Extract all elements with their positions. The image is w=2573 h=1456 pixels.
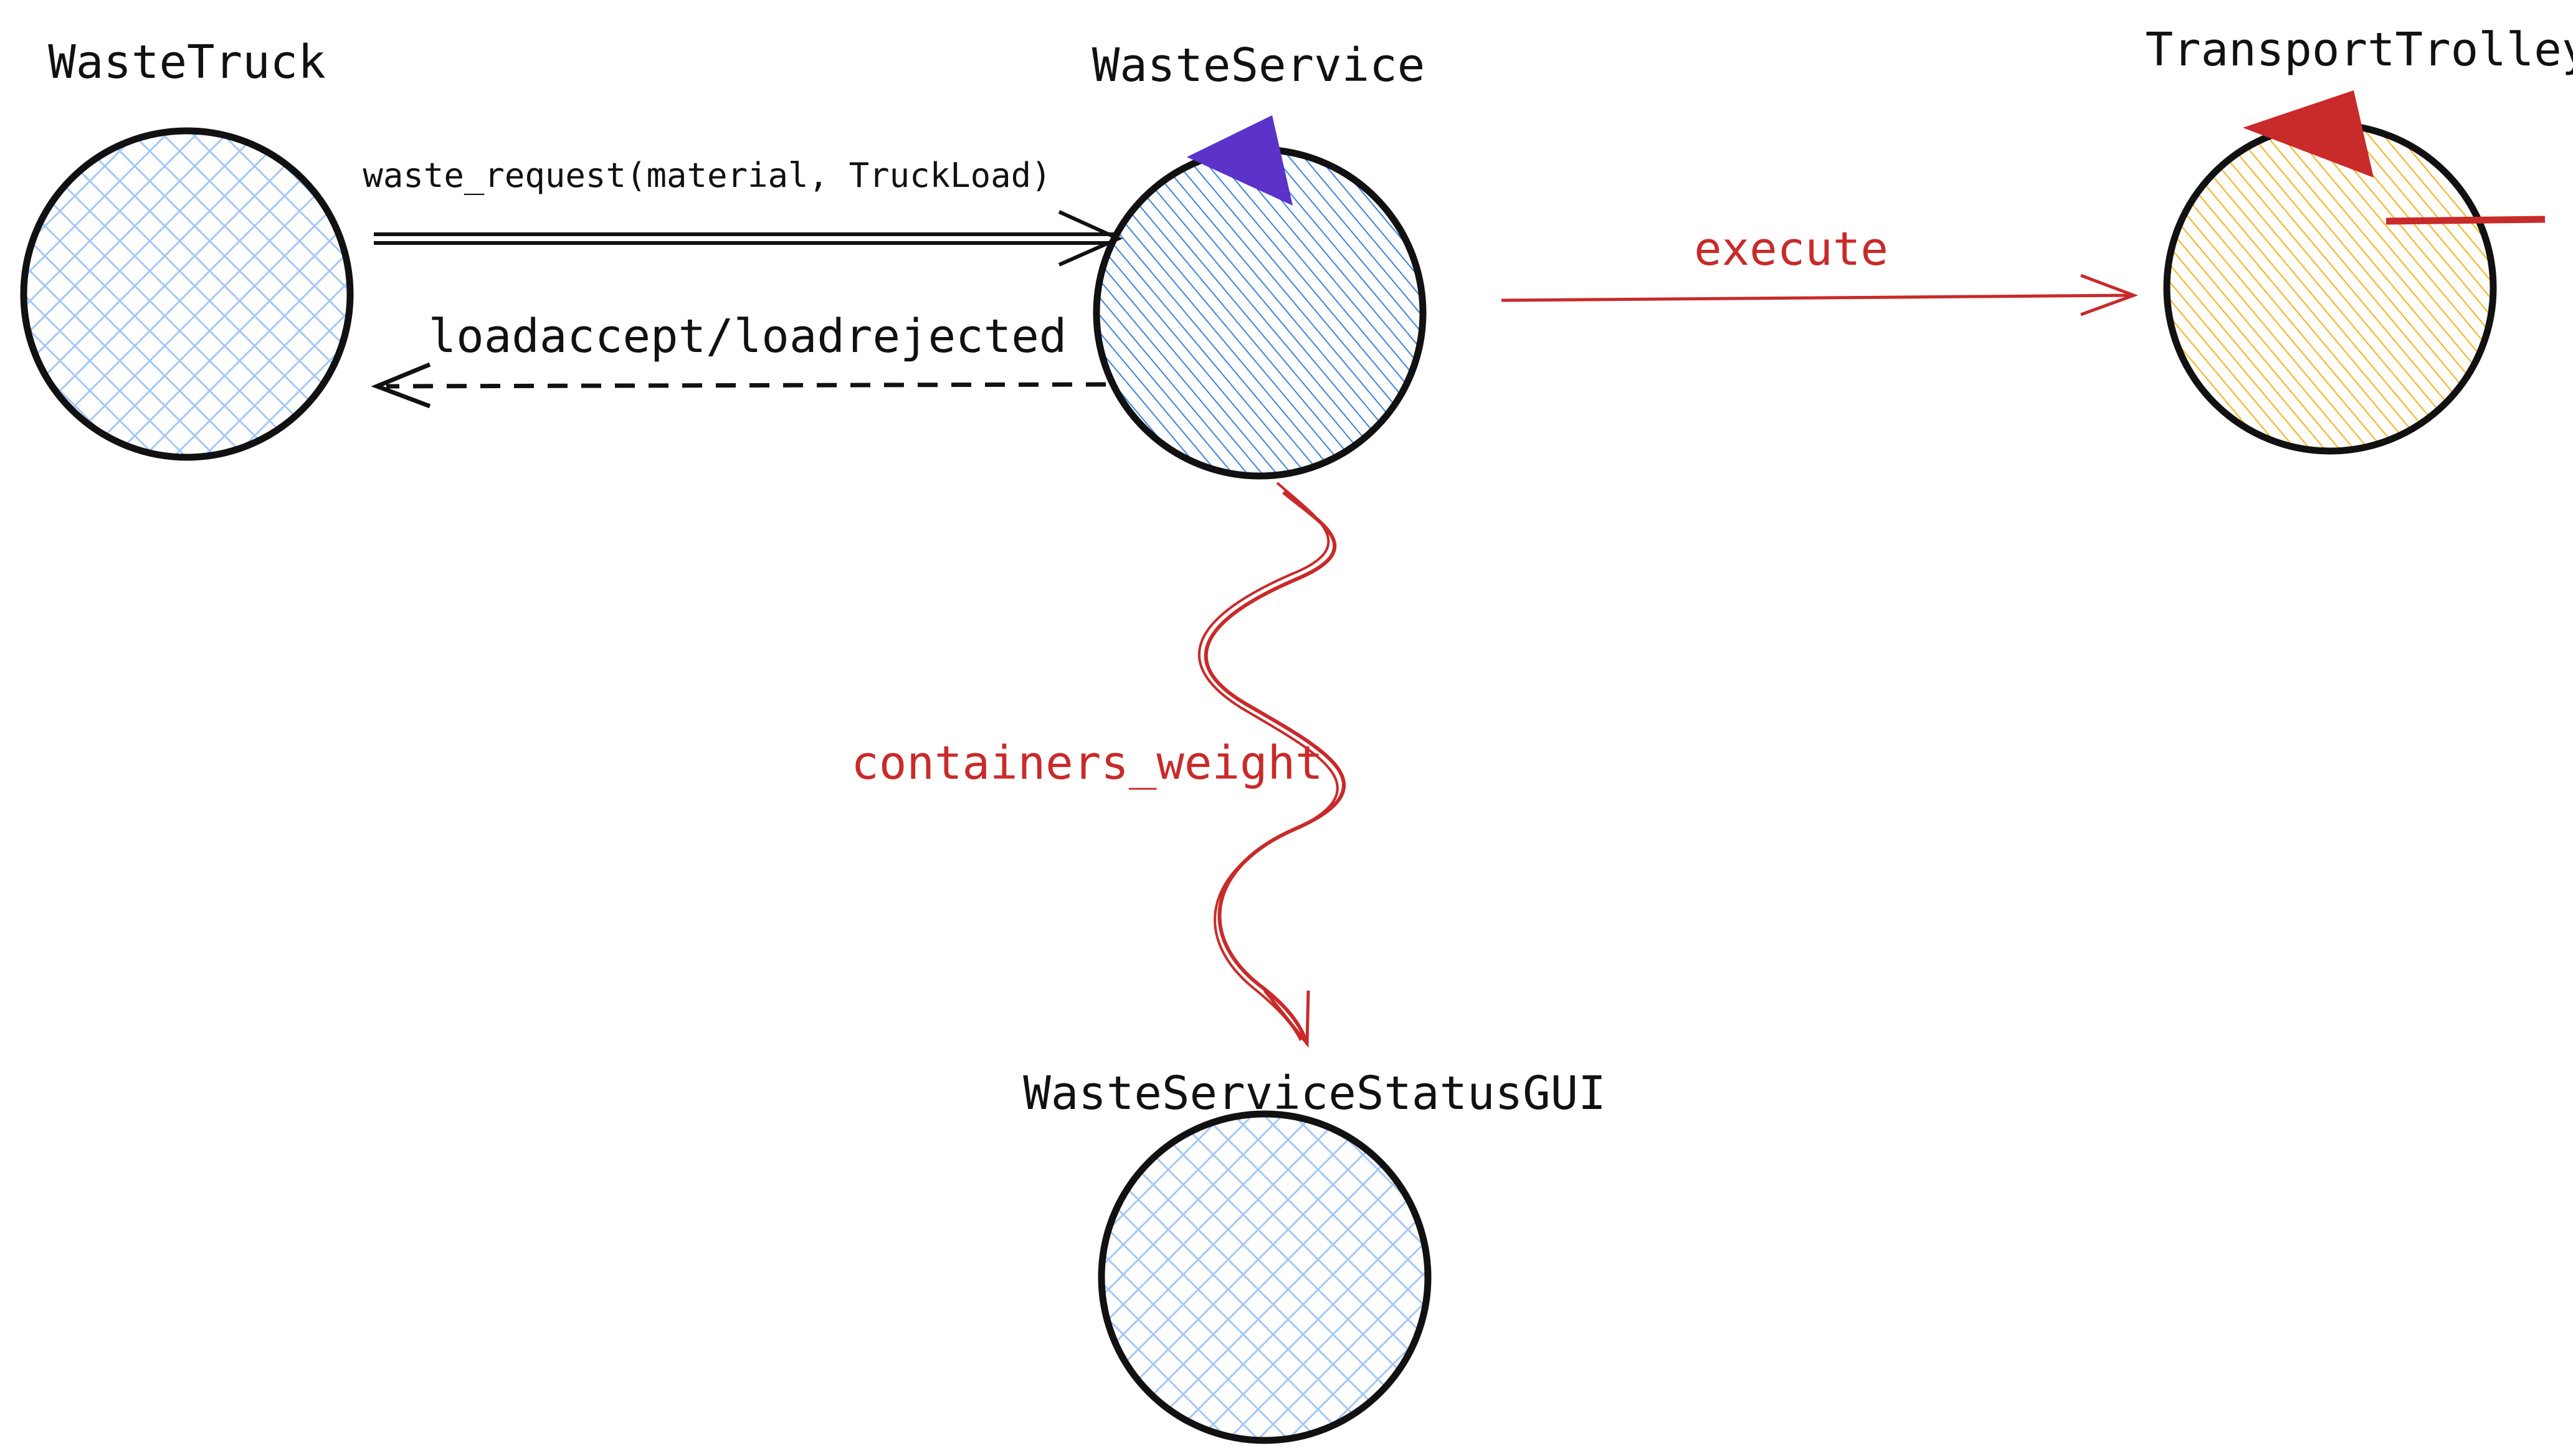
edge-containers-weight-arrowhead-icon [1263, 989, 1310, 1048]
transport-trolley-bar-icon [2385, 216, 2546, 225]
node-label-transport-trolley: TransportTrolley [2146, 23, 2573, 77]
edge-label-execute: execute [1694, 222, 1888, 276]
node-label-waste-truck: WasteTruck [48, 36, 326, 89]
node-label-waste-service: WasteService [1092, 39, 1425, 92]
node-waste-service: WasteService [1092, 39, 1427, 480]
node-waste-truck: WasteTruck [20, 36, 354, 461]
edge-load-reply-arrowhead-icon [371, 362, 431, 409]
edge-label-waste-request: waste_request(material, TruckLoad) [363, 156, 1051, 195]
node-transport-trolley: TransportTrolley [2146, 23, 2573, 455]
edge-label-containers-weight: containers_weight [851, 736, 1323, 790]
edge-waste-request-arrowhead-icon [1058, 210, 1123, 267]
node-label-status-gui: WasteServiceStatusGUI [1023, 1067, 1606, 1120]
edge-execute: execute [1501, 222, 2139, 316]
edge-containers-weight: containers_weight [851, 482, 1346, 1048]
transport-trolley-marker-icon [2243, 90, 2374, 178]
edge-load-reply: loadaccept/loadrejected [371, 310, 1106, 409]
node-waste-service-status-gui: WasteServiceStatusGUI [1023, 1067, 1606, 1444]
edge-label-load-reply: loadaccept/loadrejected [429, 310, 1067, 363]
waste-service-marker-icon [1187, 115, 1293, 206]
edge-execute-arrowhead-icon [2080, 274, 2139, 316]
edge-waste-request: waste_request(material, TruckLoad) [363, 156, 1123, 267]
